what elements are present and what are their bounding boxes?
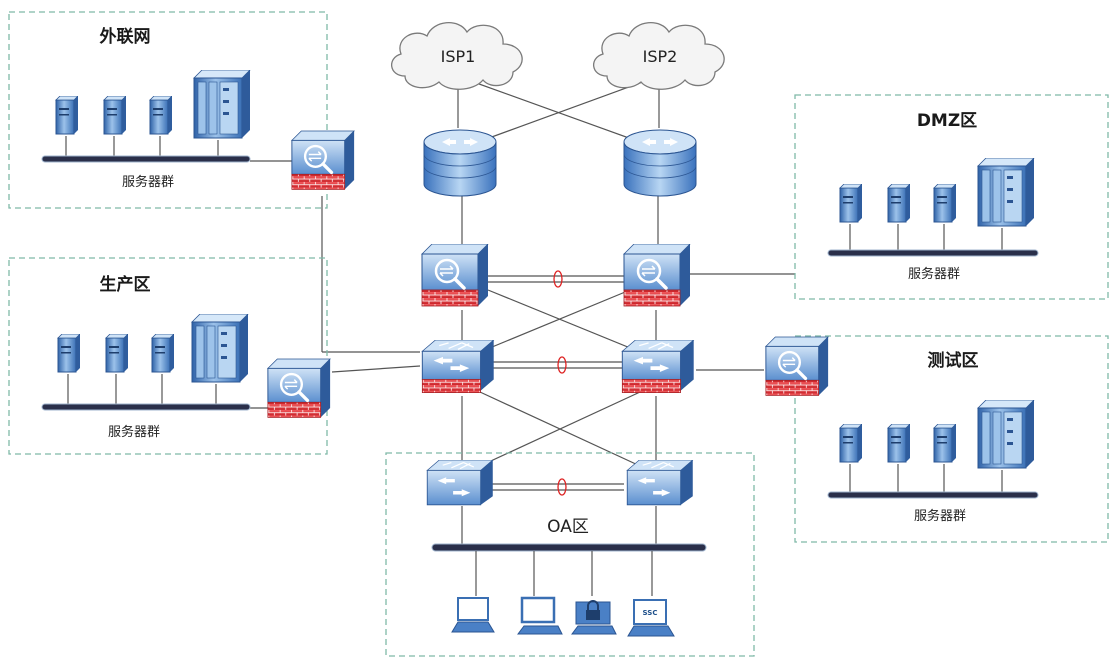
ssc-device-icon: SSC	[627, 599, 675, 637]
server-bus	[827, 249, 1039, 257]
dmz-cluster-label: 服务器群	[908, 266, 960, 282]
test-cluster-label: 服务器群	[914, 508, 966, 524]
server-icon	[105, 334, 128, 373]
test-zone: 测试区 服务器群	[827, 350, 1039, 524]
server-icon	[887, 184, 910, 223]
link-firewall1-core2	[487, 289, 641, 353]
server-rack-icon	[977, 400, 1035, 469]
server-bus	[41, 155, 251, 163]
link-isp1-router2	[467, 79, 641, 143]
test-zone-box	[794, 335, 1109, 543]
core-switch-icon	[621, 340, 695, 394]
oa-zone-box	[385, 452, 755, 657]
desktop-icon	[516, 596, 564, 636]
link-firewall2-core1	[479, 289, 631, 353]
server-icon	[933, 424, 956, 463]
dmz-title: DMZ区	[917, 111, 977, 131]
router-icon	[623, 129, 697, 197]
server-icon	[887, 424, 910, 463]
laptop-icon	[451, 597, 495, 633]
production-zone-box	[8, 257, 328, 455]
extranet-title: 外联网	[100, 26, 151, 47]
firewall-icon	[420, 244, 490, 308]
firewall-icon	[290, 130, 356, 192]
server-bus	[41, 403, 251, 411]
link-core2-access1	[479, 391, 641, 467]
firewall-icon	[622, 244, 692, 308]
firewall-icon	[266, 358, 332, 420]
production-title: 生产区	[100, 274, 151, 295]
server-icon	[151, 334, 174, 373]
firewall-icon	[764, 336, 830, 398]
access-switch-icon	[426, 460, 494, 506]
server-icon	[55, 96, 78, 135]
oa-title: OA区	[547, 517, 589, 537]
link-aggregation-mark	[557, 356, 567, 374]
production-cluster-label: 服务器群	[108, 424, 160, 440]
router-icon	[423, 129, 497, 197]
server-rack-icon	[977, 158, 1035, 227]
isp2-label: ISP2	[643, 47, 678, 66]
server-bus	[827, 491, 1039, 499]
extranet-zone-box	[8, 11, 328, 209]
access-switch-icon	[626, 460, 694, 506]
oa-bus	[431, 543, 707, 552]
extranet-cluster-label: 服务器群	[122, 174, 174, 190]
link-aggregation-mark	[553, 270, 563, 288]
dmz-zone: DMZ区 服务器群	[827, 111, 1039, 282]
server-icon	[839, 184, 862, 223]
isp1-cloud: ISP1	[390, 21, 523, 90]
server-rack-icon	[191, 314, 249, 383]
ssc-text: SSC	[643, 609, 658, 617]
link-core1-production-firewall	[331, 365, 421, 373]
extranet-zone: 外联网 服务器群	[41, 26, 251, 190]
core-switch-icon	[421, 340, 495, 394]
production-zone: 生产区 服务器群	[41, 274, 251, 440]
oa-zone: OA区 SSC	[431, 517, 707, 637]
server-icon	[149, 96, 172, 135]
server-icon	[103, 96, 126, 135]
lock-terminal-icon	[571, 600, 617, 635]
server-icon	[933, 184, 956, 223]
server-icon	[57, 334, 80, 373]
isp2-cloud: ISP2	[592, 21, 725, 90]
link-aggregation-mark	[557, 478, 567, 496]
dmz-zone-box	[794, 94, 1109, 300]
network-links	[250, 79, 795, 544]
link-isp2-router1	[477, 79, 649, 143]
isp1-label: ISP1	[441, 47, 476, 66]
server-icon	[839, 424, 862, 463]
server-rack-icon	[193, 70, 251, 139]
test-title: 测试区	[928, 350, 979, 371]
